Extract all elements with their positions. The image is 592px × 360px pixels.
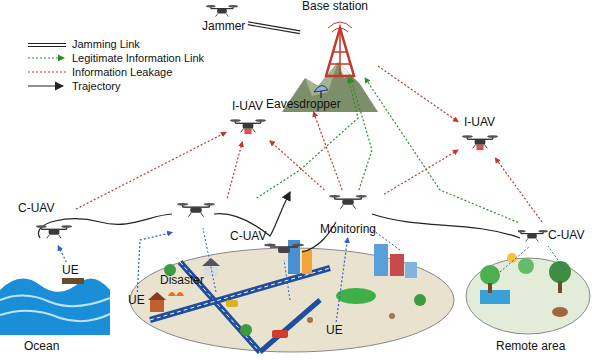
- entity-label: C-UAV: [230, 230, 266, 243]
- legend-samples: [28, 44, 66, 87]
- legend-text: Trajectory: [72, 80, 121, 92]
- entity-node: UE: [58, 262, 84, 280]
- link-connector: [378, 66, 458, 122]
- link-connector: [58, 246, 66, 262]
- remote-area-ground: [466, 253, 590, 334]
- city-ground: [130, 240, 454, 352]
- entity-label: UE: [62, 264, 79, 277]
- entity-node: I-UAV: [458, 116, 502, 158]
- uav-icon: [264, 244, 304, 254]
- link-connector: [76, 132, 226, 209]
- entity-label: Jammer: [202, 20, 245, 33]
- ocean: [0, 278, 110, 335]
- entity-label: Eavesdropper: [266, 98, 341, 111]
- link-connector: [351, 78, 372, 190]
- legend-text: Information Leakage: [72, 66, 172, 78]
- ground-links: [203, 228, 565, 300]
- entity-node: C-UAV: [518, 222, 588, 252]
- trajectory: [302, 214, 520, 252]
- entity-label: I-UAV: [464, 116, 495, 129]
- entity-label: C-UAV: [18, 202, 54, 215]
- entity-label: C-UAV: [548, 229, 584, 242]
- area-label: Ocean: [24, 340, 59, 353]
- entity-node: Base station: [300, 0, 378, 78]
- entity-label: UE: [128, 294, 145, 307]
- entity-node: C-UAV: [172, 198, 270, 244]
- link-connector: [365, 78, 518, 222]
- link-connector: [495, 158, 542, 222]
- entity-label: Base station: [302, 0, 368, 13]
- link-connector: [384, 150, 458, 194]
- legend-text: Jamming Link: [72, 38, 140, 50]
- legend-text: Legitimate Information Link: [72, 52, 204, 64]
- area-label: Disaster: [160, 274, 204, 287]
- entity-node: UE: [322, 322, 348, 340]
- link-connector: [257, 78, 358, 198]
- entity-node: UE: [124, 292, 150, 310]
- entity-node: Eavesdropper: [266, 82, 350, 112]
- entity-label: Monitoring: [320, 223, 376, 236]
- link-connector: [270, 141, 324, 190]
- area-label: Remote area: [496, 340, 565, 353]
- entity-node: Jammer: [198, 2, 248, 36]
- entity-node: Monitoring: [318, 190, 384, 238]
- entity-node: C-UAV: [18, 202, 76, 246]
- link-connector: [248, 23, 300, 32]
- entity-label: UE: [326, 324, 343, 337]
- link-connector: [314, 112, 343, 190]
- link-connector: [336, 238, 348, 322]
- link-connector: [227, 142, 242, 198]
- entity-label: I-UAV: [232, 100, 263, 113]
- entity-node: I-UAV: [226, 100, 270, 142]
